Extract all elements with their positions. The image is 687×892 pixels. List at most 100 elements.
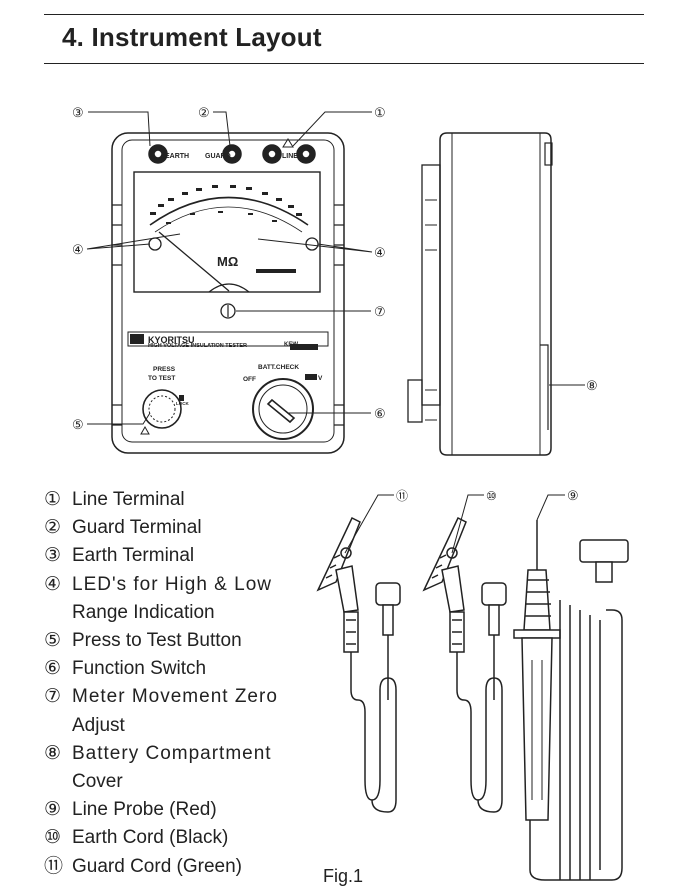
legend-text: LED's for High & Low xyxy=(72,573,272,595)
scale-unit: MΩ xyxy=(217,254,238,269)
legend-item: ⑩ Earth Cord (Black) xyxy=(44,824,314,852)
legend-list: ① Line Terminal ② Guard Terminal ③ Earth Te… xyxy=(44,486,314,881)
figure-caption: Fig.1 xyxy=(323,866,364,886)
callout-5: ⑤ xyxy=(72,417,84,432)
brand-strip xyxy=(127,331,329,347)
legend-text: Guard Terminal xyxy=(72,517,202,539)
side-case xyxy=(439,132,552,456)
legend-item: ④ LED's for High & Low xyxy=(44,571,314,599)
lock-label: LOCK xyxy=(176,401,189,406)
legend-text: Meter Movement Zero xyxy=(72,686,278,708)
function-switch-knob xyxy=(266,398,296,424)
side-view xyxy=(407,132,553,456)
callout-3-leader xyxy=(88,111,151,147)
legend-item: Range Indication xyxy=(44,599,314,627)
legend-item: ⑨ Line Probe (Red) xyxy=(44,796,314,824)
legend-number: ⑨ xyxy=(44,799,62,821)
page-title: 4. Instrument Layout xyxy=(62,22,322,52)
callout-2: ② xyxy=(198,105,210,120)
earth-terminal xyxy=(148,144,168,164)
meter-scale-arc xyxy=(149,196,309,226)
callout-11-leader xyxy=(344,494,394,554)
legend-item: ③ Earth Terminal xyxy=(44,542,314,570)
guard-label: GUARD xyxy=(205,153,231,160)
callout-9-leader xyxy=(536,494,565,521)
legend-item: ② Guard Terminal xyxy=(44,514,314,542)
callout-4-left-leader xyxy=(86,233,181,250)
legend-number xyxy=(44,712,72,740)
callout-2-leader xyxy=(213,111,231,147)
legend-item: Adjust xyxy=(44,712,314,740)
legend-item: ⑥ Function Switch xyxy=(44,655,314,683)
legend-text: Adjust xyxy=(72,714,125,736)
line-terminal xyxy=(262,144,316,164)
volt-label: V xyxy=(318,375,323,382)
guard-terminal xyxy=(222,144,242,164)
legend-text: Range Indication xyxy=(72,601,215,623)
legend-number: ⑥ xyxy=(44,658,62,680)
legend-text: Function Switch xyxy=(72,658,207,680)
product-name: HIGH VOLTAGE INSULATION TESTER xyxy=(148,343,247,349)
callout-8: ⑧ xyxy=(586,378,598,393)
callout-1-leader xyxy=(292,111,372,147)
legend-item: ⑪ Guard Cord (Green) xyxy=(44,853,314,881)
brand-name: KYORITSU xyxy=(148,335,195,345)
top-rule xyxy=(44,14,644,15)
legend-number: ④ xyxy=(44,573,63,595)
line-label: LINE xyxy=(282,153,298,160)
off-label: OFF xyxy=(243,376,256,383)
to-test-label: TO TEST xyxy=(148,375,175,382)
earth-cord xyxy=(422,516,507,813)
front-view xyxy=(111,132,345,454)
meter-needle xyxy=(158,231,230,292)
guard-cord xyxy=(316,516,401,813)
title-rule xyxy=(44,63,644,64)
legend-number xyxy=(44,768,72,796)
front-case xyxy=(111,132,345,454)
legend-number: ② xyxy=(44,517,62,539)
callout-4-right: ④ xyxy=(374,245,386,260)
callout-7: ⑦ xyxy=(374,304,386,319)
legend-number: ⑤ xyxy=(44,630,62,652)
legend-text: Line Probe (Red) xyxy=(72,799,217,821)
legend-number: ① xyxy=(44,489,62,510)
warning-icon xyxy=(282,138,294,148)
front-inner-bezel xyxy=(121,139,335,443)
legend-number: ⑩ xyxy=(44,827,62,849)
callout-11: ⑪ xyxy=(396,489,408,503)
earth-label: EARTH xyxy=(165,153,189,160)
zero-adjust-screw xyxy=(220,303,236,319)
warning-icon-2 xyxy=(140,425,150,435)
legend-number: ③ xyxy=(44,545,62,567)
legend-text: Earth Terminal xyxy=(72,545,195,567)
legend-text: Battery Compartment xyxy=(72,742,272,764)
legend-text: Line Terminal xyxy=(72,489,185,510)
legend-item: Cover xyxy=(44,768,314,796)
callout-5-leader xyxy=(87,412,151,425)
press-to-test-button xyxy=(142,389,182,429)
callout-10: ⑩ xyxy=(486,489,497,503)
function-switch xyxy=(252,378,314,440)
legend-number: ⑪ xyxy=(44,855,64,877)
press-label: PRESS xyxy=(153,366,176,373)
legend-text: Guard Cord (Green) xyxy=(72,855,243,877)
meter-window xyxy=(133,171,321,293)
callout-9: ⑨ xyxy=(567,488,579,503)
batt-check-label: BATT.CHECK xyxy=(258,364,299,371)
legend-text: Earth Cord (Black) xyxy=(72,827,229,849)
legend-text: Press to Test Button xyxy=(72,630,242,652)
callout-4-right-leader xyxy=(257,238,373,253)
callout-3: ③ xyxy=(72,105,84,120)
callout-6: ⑥ xyxy=(374,406,386,421)
legend-item: ① Line Terminal xyxy=(44,486,314,514)
model-label: KEW xyxy=(284,342,298,348)
callout-10-leader xyxy=(451,494,484,554)
callout-4-left: ④ xyxy=(72,242,84,257)
lock-icon xyxy=(179,395,184,401)
legend-number xyxy=(44,599,72,627)
meter-scale-marks xyxy=(150,185,302,224)
callout-1: ① xyxy=(374,105,386,120)
